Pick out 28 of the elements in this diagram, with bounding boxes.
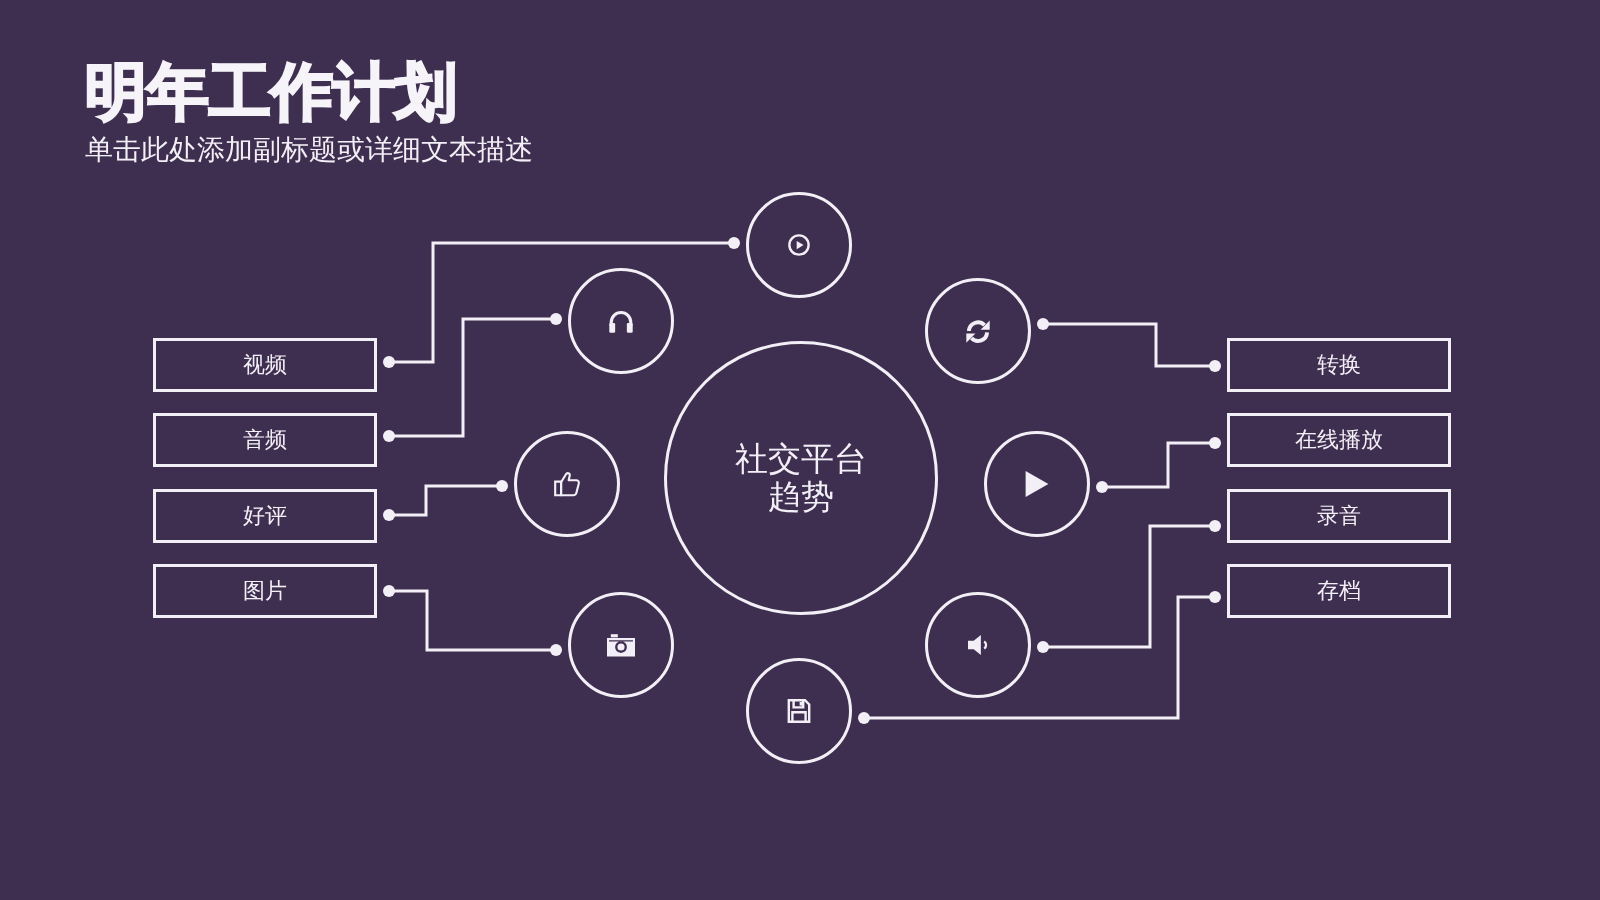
category-box: 在线播放 bbox=[1227, 413, 1451, 467]
category-box: 存档 bbox=[1227, 564, 1451, 618]
connector-line bbox=[383, 480, 508, 521]
connector-line bbox=[383, 313, 562, 442]
category-box: 转换 bbox=[1227, 338, 1451, 392]
category-box: 录音 bbox=[1227, 489, 1451, 543]
connector-line bbox=[1037, 520, 1221, 653]
icon-circle bbox=[514, 431, 620, 537]
connector-line bbox=[383, 585, 562, 656]
category-box: 图片 bbox=[153, 564, 377, 618]
category-box: 音频 bbox=[153, 413, 377, 467]
icon-circle bbox=[746, 192, 852, 298]
subtitle: 单击此处添加副标题或详细文本描述 bbox=[85, 133, 533, 167]
connector-line bbox=[1096, 437, 1221, 493]
category-box: 视频 bbox=[153, 338, 377, 392]
icon-circle bbox=[984, 431, 1090, 537]
icon-circle bbox=[568, 268, 674, 374]
category-box: 好评 bbox=[153, 489, 377, 543]
slide-title: 明年工作计划 bbox=[85, 58, 457, 127]
icon-circle bbox=[925, 278, 1031, 384]
center-label: 社交平台趋势 bbox=[734, 440, 868, 516]
icon-circle bbox=[925, 592, 1031, 698]
connector-line bbox=[858, 591, 1221, 724]
icon-circle bbox=[568, 592, 674, 698]
icon-circle bbox=[746, 658, 852, 764]
connector-line bbox=[1037, 318, 1221, 372]
center-circle bbox=[664, 341, 938, 615]
connector-line bbox=[383, 237, 740, 368]
